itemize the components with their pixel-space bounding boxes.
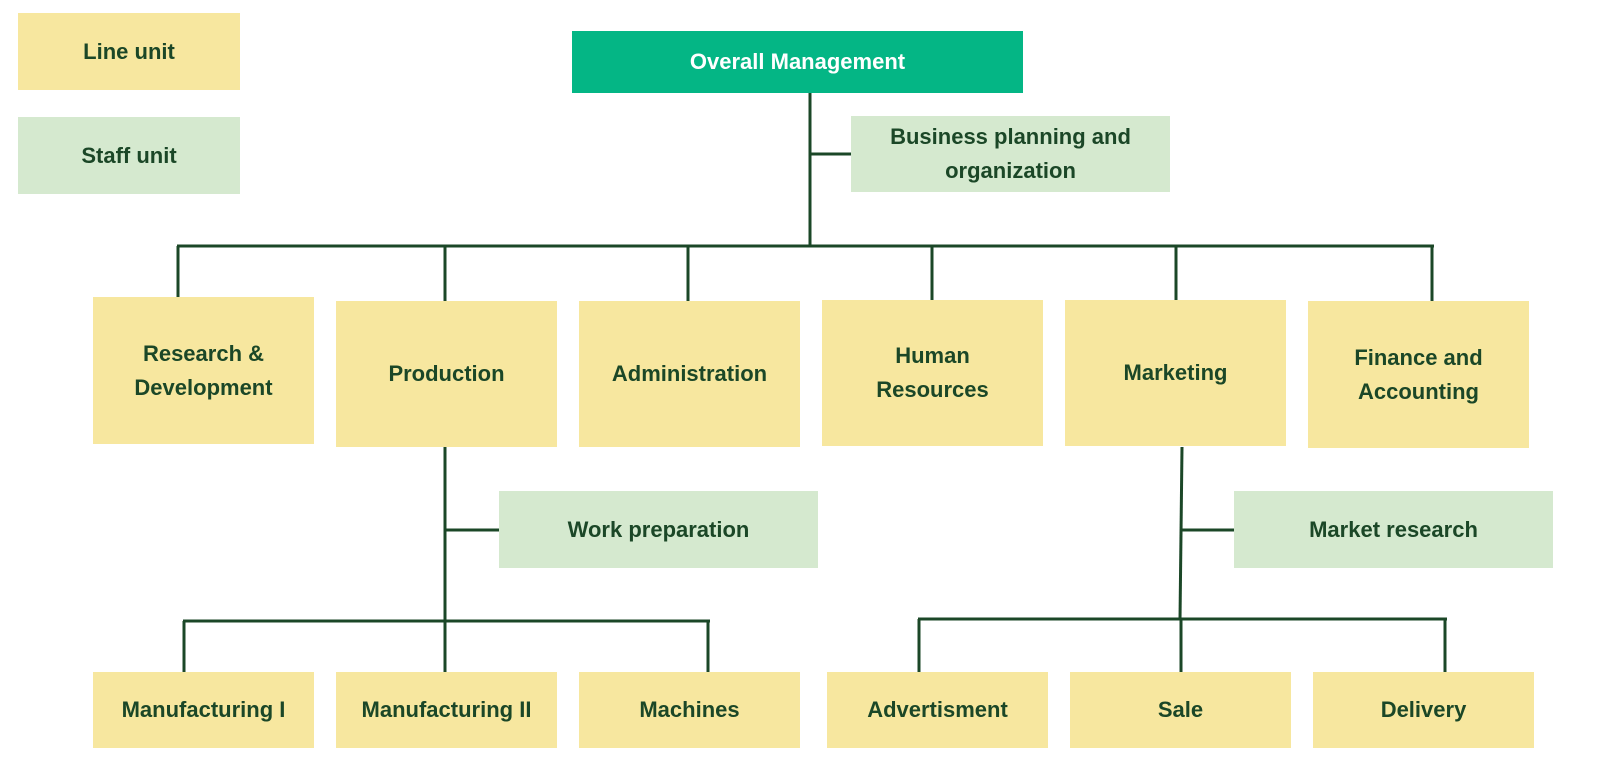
legend-staff-unit: Staff unit bbox=[18, 117, 240, 194]
node-business-planning: Business planning and organization bbox=[851, 116, 1170, 192]
node-administration: Administration bbox=[579, 301, 800, 447]
node-production: Production bbox=[336, 301, 557, 447]
node-market-research: Market research bbox=[1234, 491, 1553, 568]
node-research-development: Research & Development bbox=[93, 297, 314, 444]
node-manufacturing-1: Manufacturing I bbox=[93, 672, 314, 748]
node-delivery: Delivery bbox=[1313, 672, 1534, 748]
node-manufacturing-2: Manufacturing II bbox=[336, 672, 557, 748]
node-sale: Sale bbox=[1070, 672, 1291, 748]
node-advertisment: Advertisment bbox=[827, 672, 1048, 748]
node-human-resources: Human Resources bbox=[822, 300, 1043, 446]
node-finance-accounting: Finance and Accounting bbox=[1308, 301, 1529, 448]
node-marketing: Marketing bbox=[1065, 300, 1286, 446]
node-work-preparation: Work preparation bbox=[499, 491, 818, 568]
node-machines: Machines bbox=[579, 672, 800, 748]
node-overall-management: Overall Management bbox=[572, 31, 1023, 93]
legend-line-unit: Line unit bbox=[18, 13, 240, 90]
